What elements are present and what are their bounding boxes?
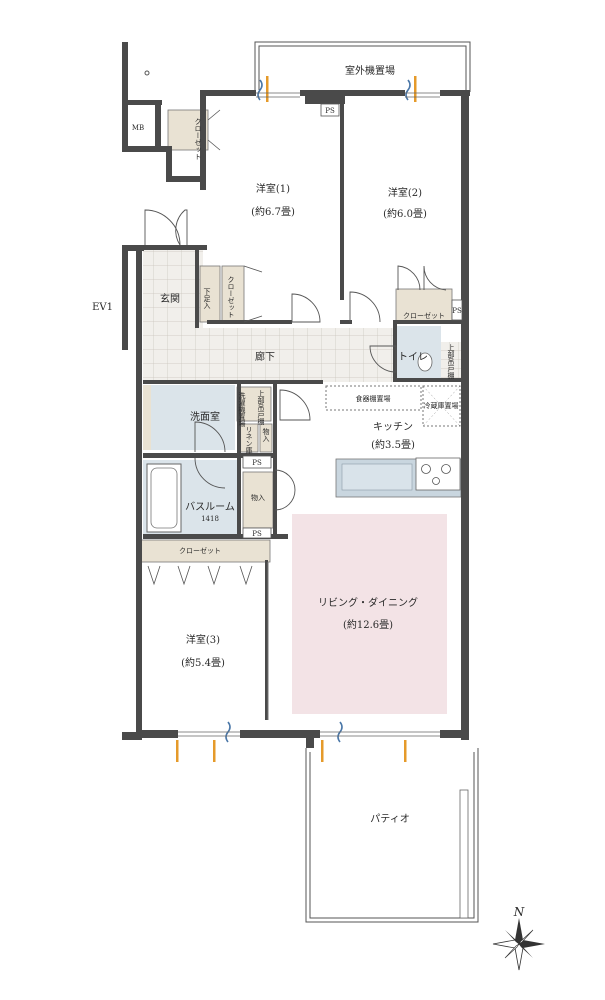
compass-icon bbox=[492, 918, 545, 971]
kitchen-name: キッチン bbox=[373, 421, 413, 433]
ps-box-mid bbox=[242, 455, 272, 469]
compass-north-label: N bbox=[513, 905, 525, 919]
bathtub-inner bbox=[150, 467, 178, 529]
patio-outline bbox=[305, 748, 479, 923]
storage1-box bbox=[259, 423, 273, 453]
hallway-floor bbox=[143, 328, 393, 382]
doors bbox=[144, 209, 447, 511]
fridge-cross bbox=[422, 385, 461, 427]
ev-label: EV1 bbox=[92, 302, 113, 313]
storage1-label: 物入 bbox=[262, 427, 270, 442]
toilet-shelf-label: 上部吊戸棚 bbox=[447, 343, 455, 380]
washroom-label: 洗面室 bbox=[190, 410, 220, 423]
toilet-bowl-icon bbox=[417, 352, 433, 372]
bathroom-size: 1418 bbox=[201, 515, 219, 523]
living-dining-size: (約12.6畳) bbox=[343, 618, 393, 631]
closet-top-label: クローゼット bbox=[194, 118, 202, 160]
fridge-box bbox=[422, 385, 461, 427]
outdoor-unit-area bbox=[254, 41, 471, 92]
upper-cabinet-label: 上部吊戸棚 bbox=[257, 389, 265, 426]
western-room-1-size: (約6.7畳) bbox=[251, 205, 295, 218]
kitchen-size: (約3.5畳) bbox=[371, 438, 415, 451]
stove bbox=[415, 457, 461, 491]
ps-box-low bbox=[242, 527, 272, 539]
toilet-shelf-area bbox=[441, 342, 461, 378]
ps-label-right: PS bbox=[452, 307, 462, 315]
stove-burner-icon bbox=[421, 464, 451, 485]
linen-label: リネン庫 bbox=[245, 426, 253, 455]
washroom-floor bbox=[143, 385, 235, 450]
washer-label: 洗濯機置場 bbox=[238, 391, 246, 428]
mb-label: MB bbox=[132, 124, 144, 132]
bathtub bbox=[146, 463, 182, 533]
western-room-3-name: 洋室(3) bbox=[186, 633, 220, 646]
closet-door-marks bbox=[147, 109, 263, 586]
bathroom-name: バスルーム bbox=[185, 501, 235, 513]
living-dining-name: リビング・ダイニング bbox=[318, 596, 418, 609]
closet-room2-label: クローゼット bbox=[403, 311, 445, 320]
ps-label-low: PS bbox=[252, 530, 262, 538]
outdoor-unit-label: 室外機置場 bbox=[345, 64, 395, 77]
living-dining-area bbox=[292, 514, 447, 714]
patio-label: パティオ bbox=[370, 813, 409, 825]
closet-room3-label: クローゼット bbox=[179, 546, 221, 555]
toilet-label: トイレ bbox=[398, 352, 428, 363]
western-room-3-size: (約5.4畳) bbox=[181, 656, 225, 669]
western-room-2-size: (約6.0畳) bbox=[383, 207, 427, 220]
shoe-box-label: 下足入 bbox=[203, 288, 211, 309]
ps-label-top: PS bbox=[325, 107, 335, 115]
washroom-vanity bbox=[143, 385, 151, 450]
western-room-2-floor bbox=[343, 100, 461, 290]
toilet-floor bbox=[397, 326, 441, 378]
storage2-label: 物入 bbox=[251, 493, 265, 502]
pantry-box bbox=[325, 385, 422, 411]
closet-entry-label: クローゼット bbox=[227, 276, 235, 318]
pantry-label: 食器棚置場 bbox=[356, 394, 391, 403]
ps-box-top bbox=[320, 103, 340, 117]
kitchen-sink bbox=[341, 463, 413, 491]
western-room-2-name: 洋室(2) bbox=[388, 186, 422, 199]
window-sills bbox=[178, 92, 440, 737]
walls bbox=[122, 42, 470, 748]
fridge-label: 冷蔵庫置場 bbox=[424, 401, 459, 410]
western-room-1-name: 洋室(1) bbox=[256, 182, 290, 195]
mb-dot-icon bbox=[144, 70, 150, 76]
hallway-label: 廊下 bbox=[255, 350, 275, 363]
ps-label-mid: PS bbox=[252, 459, 262, 467]
entrance-label: 玄関 bbox=[160, 292, 180, 305]
ps-box-right bbox=[451, 299, 463, 321]
